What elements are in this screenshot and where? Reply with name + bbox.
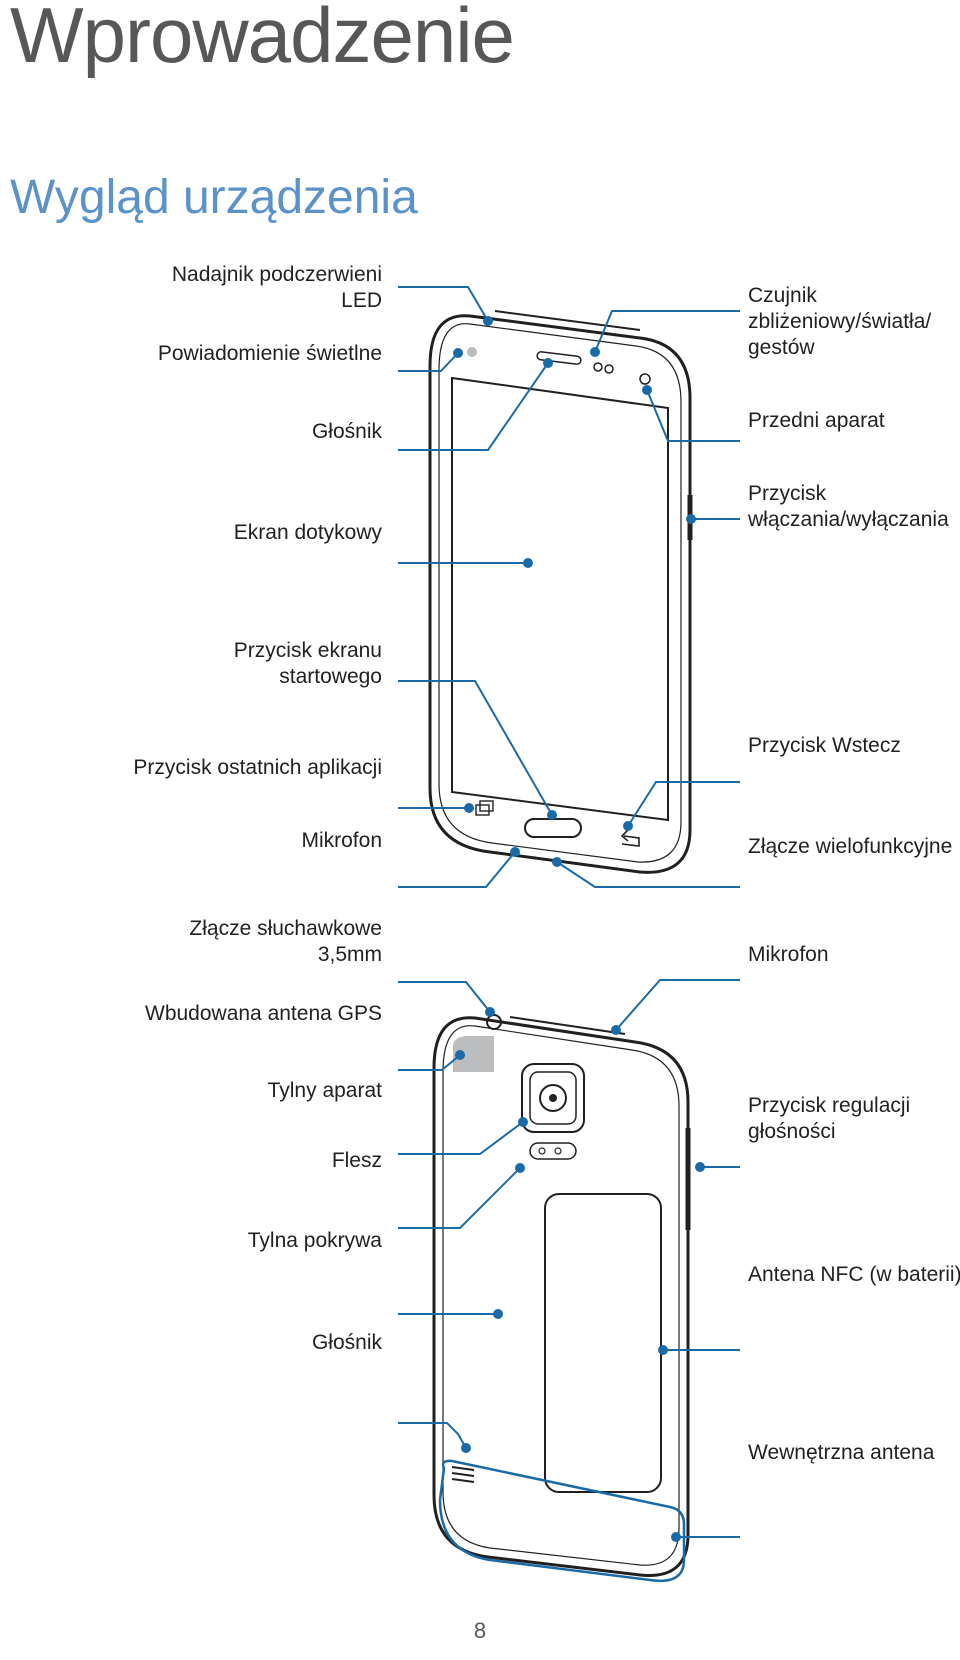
front-callout-dots xyxy=(453,316,696,867)
recent-apps-icon-a xyxy=(475,804,490,816)
flash-led xyxy=(538,1147,546,1155)
label-flash: Flesz xyxy=(331,1149,382,1172)
label-back-cover: Tylna pokrywa xyxy=(247,1229,382,1252)
label-gps-antenna: Wbudowana antena GPS xyxy=(145,1002,382,1025)
page-title: Wprowadzenie xyxy=(10,0,515,79)
back-phone xyxy=(432,1014,691,1577)
label-main-antenna: Wewnętrzna antena xyxy=(748,1441,935,1464)
label-notification-light: Powiadomienie świetlne xyxy=(157,342,382,365)
front-camera-lens xyxy=(639,373,651,385)
recent-apps-icon-b xyxy=(479,800,494,812)
front-phone-body xyxy=(428,314,692,874)
proximity-sensor-dot-1 xyxy=(593,362,603,372)
back-top-edge xyxy=(509,1016,626,1035)
back-phone-rim xyxy=(442,1025,680,1566)
label-recent-apps-button: Przycisk ostatnich aplikacji xyxy=(133,756,382,779)
label-rear-camera: Tylny aparat xyxy=(267,1079,382,1102)
earpiece-grille xyxy=(536,351,582,365)
back-callout-dots xyxy=(455,1007,705,1542)
back-key-icon xyxy=(620,829,640,847)
front-phone xyxy=(428,310,693,874)
camera-module-inner xyxy=(529,1071,577,1125)
page-number: 8 xyxy=(473,1618,487,1643)
speaker-slot-2 xyxy=(451,1472,475,1477)
front-top-edge xyxy=(494,310,641,331)
speaker-slot-3 xyxy=(451,1478,475,1483)
label-front-camera: Przedni aparat xyxy=(748,409,885,432)
front-callouts xyxy=(398,286,740,888)
rear-camera-lens xyxy=(539,1084,567,1112)
notification-light-dot xyxy=(467,347,477,357)
flash-module xyxy=(529,1142,577,1160)
speaker-slot-1 xyxy=(451,1466,475,1471)
label-touchscreen: Ekran dotykowy xyxy=(233,521,382,544)
back-callouts xyxy=(398,979,740,1538)
flash-sensor xyxy=(554,1147,562,1155)
camera-module-outer xyxy=(521,1063,585,1133)
label-back-speaker: Głośnik xyxy=(311,1331,382,1354)
label-back-microphone: Mikrofon xyxy=(748,943,829,966)
gps-antenna-patch xyxy=(453,1036,494,1072)
label-front-microphone: Mikrofon xyxy=(301,829,382,852)
front-phone-bezel xyxy=(438,323,682,863)
front-screen xyxy=(451,376,669,822)
nfc-antenna-outline xyxy=(544,1193,662,1493)
label-multipurpose-jack: Złącze wielofunkcyjne xyxy=(748,835,953,858)
rear-camera-lens-center xyxy=(549,1094,557,1102)
internal-antenna-highlight xyxy=(438,1459,686,1583)
proximity-sensor-dot-2 xyxy=(604,364,614,374)
label-back-button: Przycisk Wstecz xyxy=(748,734,901,757)
home-button-shape xyxy=(524,818,582,838)
label-nfc-antenna: Antena NFC (w baterii) xyxy=(748,1263,960,1286)
back-phone-body xyxy=(432,1016,690,1577)
section-title: Wygląd urządzenia xyxy=(10,171,418,224)
label-earpiece: Głośnik xyxy=(311,420,382,443)
